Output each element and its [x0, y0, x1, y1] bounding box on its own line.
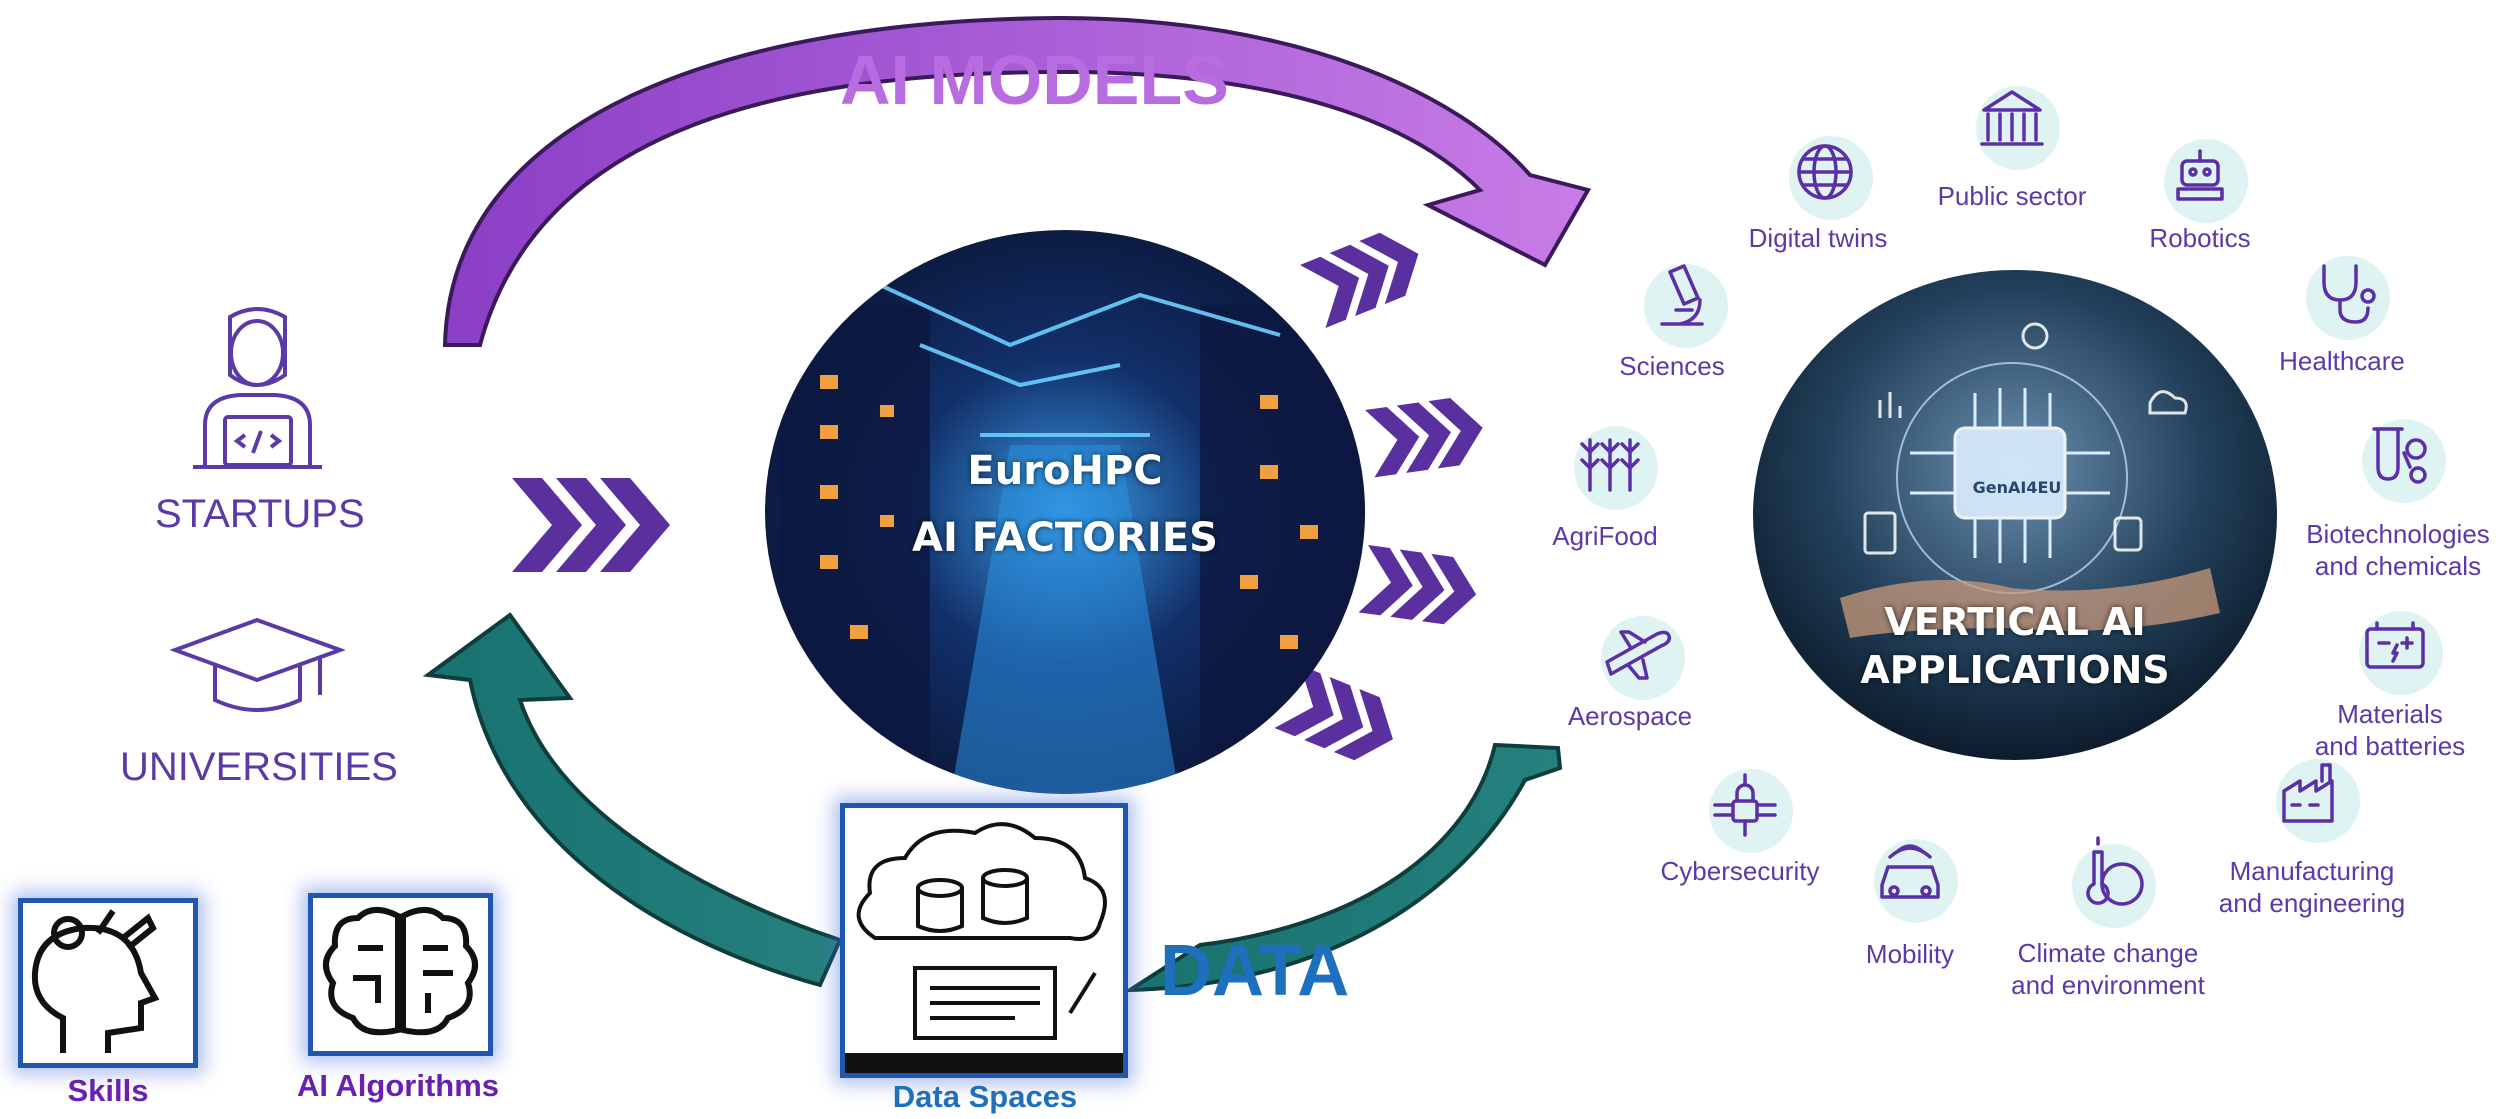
sector-label: Biotechnologies and chemicals [2306, 519, 2490, 581]
sector-item [1690, 750, 1800, 860]
head-tools-icon [31, 909, 160, 1053]
vertical-ai-circle [1753, 270, 2277, 760]
globe-icon [1789, 136, 1873, 220]
applications-label: APPLICATIONS [1860, 648, 2170, 692]
sector-item [1770, 117, 1880, 227]
microscope-icon [1644, 264, 1728, 348]
data-arrow-right [1122, 742, 1563, 993]
sector-item [2340, 592, 2450, 702]
test-tube-icon [2362, 419, 2446, 503]
chip-icon [1953, 426, 2067, 520]
ai-factories-circle [765, 230, 1365, 794]
skills-box [18, 898, 198, 1068]
data-title: DATA [1160, 931, 1350, 1011]
sector-item [2053, 825, 2163, 935]
robot-icon [2164, 139, 2248, 223]
sector-label: Manufacturing and engineering [2218, 856, 2406, 918]
sector-item [1582, 597, 1692, 707]
sector-label: Digital twins [1748, 223, 1888, 253]
wheat-icon [1574, 426, 1658, 510]
sector-label: Sciences [1619, 351, 1725, 381]
data-spaces-box [840, 803, 1128, 1078]
ai-factories-label: AI FACTORIES [912, 515, 1218, 561]
sector-item [2287, 237, 2397, 347]
chevron-icon-right-2 [1365, 398, 1483, 478]
sector-label: Cybersecurity [1660, 856, 1820, 886]
sector-item [2145, 120, 2255, 230]
universities-label: UNIVERSITIES [120, 745, 398, 789]
chevron-icon-right-4 [1274, 665, 1393, 761]
sector-label: Robotics [2149, 223, 2251, 253]
sector-item [2343, 400, 2453, 510]
thermometer-earth-icon [2072, 836, 2156, 928]
sector-label: Public sector [1937, 181, 2087, 211]
sector-label: Healthcare [2279, 346, 2405, 376]
ai-models-arrow [442, 15, 1592, 347]
ai-models-title: AI MODELS [840, 41, 1229, 119]
eurohpc-label: EuroHPC [967, 448, 1163, 494]
sector-label: AgriFood [1552, 521, 1658, 551]
developer-person-icon [193, 307, 322, 469]
sector-label: Aerospace [1567, 701, 1693, 731]
sector-item [1625, 245, 1735, 355]
sector-label: Climate change and environment [2011, 938, 2205, 1000]
government-building-icon [1976, 86, 2060, 170]
airplane-icon [1601, 616, 1685, 700]
stethoscope-icon [2306, 256, 2390, 340]
sector-item [1855, 820, 1965, 930]
skills-caption: Skills [67, 1073, 149, 1108]
ai-algorithms-box [308, 893, 493, 1056]
data-spaces-caption: Data Spaces [892, 1079, 1078, 1114]
chevron-icon-left [512, 478, 670, 572]
sector-item [1957, 67, 2067, 177]
chevron-icon-right-1 [1300, 232, 1419, 329]
factory-icon [2276, 759, 2360, 843]
ai-algorithms-caption: AI Algorithms [296, 1068, 500, 1103]
sector-item [1555, 407, 1665, 517]
connected-car-icon [1874, 839, 1958, 923]
graduation-cap-icon [170, 617, 345, 712]
padlock-circuit-icon [1709, 769, 1793, 853]
sector-item [2257, 740, 2367, 850]
data-arrow [422, 612, 843, 988]
battery-icon [2359, 611, 2443, 695]
brain-circuit-icon [323, 907, 478, 1036]
vertical-ai-label: VERTICAL AI [1884, 600, 2146, 644]
genai4eu-chip-label: GenAI4EU [1972, 478, 2062, 497]
cloud-database-icon [845, 822, 1123, 1073]
sector-label: Mobility [1865, 939, 1955, 969]
startups-label: STARTUPS [155, 492, 365, 536]
chevron-icon-right-3 [1358, 545, 1477, 625]
sector-label: Materials and batteries [2314, 699, 2466, 761]
